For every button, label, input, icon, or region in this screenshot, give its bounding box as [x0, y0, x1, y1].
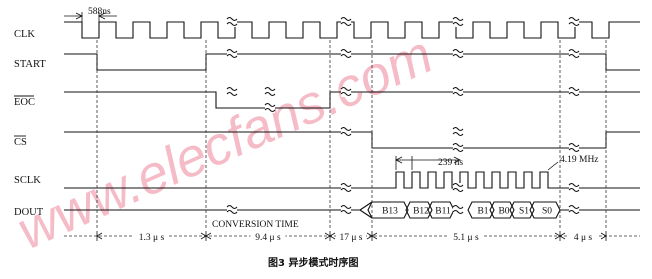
label-start: START — [14, 59, 46, 70]
break-mark — [264, 103, 276, 112]
clk-period-marker — [64, 12, 117, 22]
dout-bit-label: B0 — [498, 207, 509, 217]
timing-label: 1.3 μ s — [139, 233, 165, 243]
break-mark — [226, 49, 238, 58]
break-mark — [340, 49, 352, 58]
break-mark — [452, 183, 464, 192]
dout-bit-cell — [467, 201, 495, 219]
break-mark — [340, 17, 352, 26]
break-mark — [568, 87, 580, 96]
dout-bit-label: S0 — [542, 207, 552, 217]
timing-label: 17 μ s — [339, 233, 362, 243]
break-mark — [226, 17, 238, 26]
dout-bit-label: B13 — [382, 207, 398, 217]
dout-bit-cell — [509, 201, 535, 219]
label-dout: DOUT — [14, 207, 44, 218]
break-marks — [226, 17, 580, 215]
label-sclk: SCLK — [14, 175, 41, 186]
sclk-period-marker — [395, 156, 559, 171]
break-mark — [452, 127, 464, 136]
conversion-time-label: CONVERSION TIME — [212, 220, 299, 230]
label-eoc: EOC — [14, 97, 35, 108]
break-mark — [264, 87, 276, 96]
break-mark — [568, 205, 580, 214]
timing-label: 5.1 μ s — [453, 233, 479, 243]
dout-bit-cell — [427, 201, 455, 219]
break-mark — [568, 17, 580, 26]
break-mark — [340, 183, 352, 192]
break-mark — [568, 183, 580, 192]
label-clk: CLK — [14, 29, 35, 40]
dout-bit-cell — [489, 201, 515, 219]
break-mark — [452, 49, 464, 58]
break-mark — [340, 127, 352, 136]
clk-period-label: 588ns — [88, 7, 111, 17]
figure-caption: 图3 异步模式时序图 — [268, 256, 358, 269]
break-mark — [452, 87, 464, 96]
label-cs: CS — [14, 137, 27, 148]
dout-bit-label: B11 — [435, 207, 451, 217]
guide-lines — [96, 40, 607, 230]
dout-bit-label: B1 — [477, 207, 488, 217]
break-mark — [340, 205, 352, 214]
break-mark — [452, 205, 464, 214]
timing-label: 4 μ s — [574, 233, 593, 243]
dout-wave: B13 B12 B11 B1 B0 S1 S0 — [64, 201, 640, 219]
break-mark — [226, 205, 238, 214]
sclk-period-label: 239 ns — [438, 158, 463, 168]
break-mark — [452, 143, 464, 152]
sclk-freq-label: 4.19 MHz — [560, 155, 599, 165]
break-mark — [568, 49, 580, 58]
break-mark — [568, 143, 580, 152]
break-mark — [340, 87, 352, 96]
cs-wave — [64, 131, 640, 149]
dout-bit-label: B12 — [413, 207, 429, 217]
timing-dimensions: 1.3 μ s 9.4 μ s 17 μ s 5.1 μ s 4 μ s — [64, 230, 640, 243]
clk-wave — [64, 21, 640, 39]
dout-bit-cell — [529, 201, 561, 219]
break-mark — [226, 87, 238, 96]
dout-bit-cell — [405, 201, 433, 219]
dout-bit-label: S1 — [519, 207, 529, 217]
timing-label: 9.4 μ s — [255, 233, 281, 243]
sclk-wave — [64, 171, 640, 189]
dout-bit-cell — [367, 201, 409, 219]
break-mark — [452, 17, 464, 26]
